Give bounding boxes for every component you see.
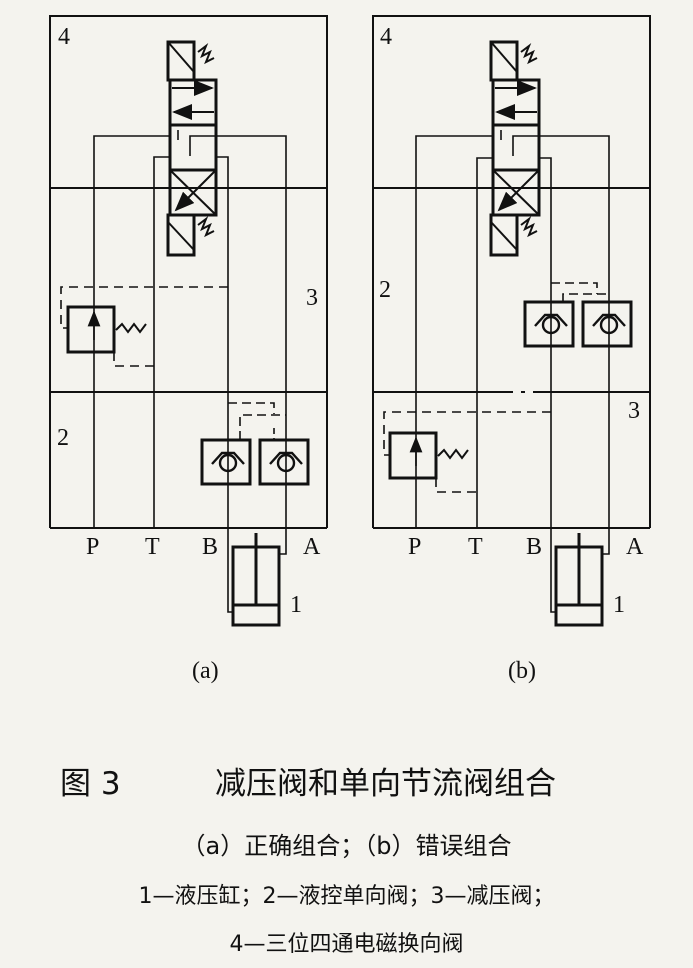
port-t-b: T xyxy=(468,534,483,560)
diagram-a-label: (a) xyxy=(192,658,219,684)
port-t-a: T xyxy=(145,534,160,560)
label-1-b: 1 xyxy=(613,592,625,618)
label-2-a: 2 xyxy=(57,425,69,451)
port-p-a: P xyxy=(86,534,99,560)
diagram-a xyxy=(49,15,328,627)
solenoid-valve-4-b xyxy=(489,40,541,257)
label-4-a: 4 xyxy=(58,24,70,50)
solenoid-valve-4-a xyxy=(166,40,218,257)
cylinder-1-a xyxy=(227,528,287,627)
figure-subtitle: （a）正确组合；（b）错误组合 xyxy=(181,832,512,860)
label-1-a: 1 xyxy=(290,592,302,618)
diagram-b xyxy=(372,15,651,627)
figure-caption-title: 图 3 减压阀和单向节流阀组合 xyxy=(60,758,660,803)
cylinder-1-b xyxy=(550,528,610,627)
figure-legend-line-1: 1—液压缸；2—液控单向阀；3—减压阀； xyxy=(138,884,555,909)
port-p-b: P xyxy=(408,534,421,560)
reducing-valve-3-b xyxy=(383,411,551,493)
label-3-b: 3 xyxy=(628,398,640,424)
pilot-check-valves-2-a xyxy=(200,402,310,486)
label-2-b: 2 xyxy=(379,277,391,303)
port-a-a: A xyxy=(303,534,321,560)
reducing-valve-3-a xyxy=(60,286,228,367)
figure-title: 减压阀和单向节流阀组合 xyxy=(215,766,556,802)
figure-legend-line-2: 4—三位四通电磁换向阀 xyxy=(229,932,464,957)
label-3-a: 3 xyxy=(306,285,318,311)
diagram-b-label: (b) xyxy=(508,658,536,684)
figure-number: 图 3 xyxy=(60,766,121,802)
port-b-b: B xyxy=(526,534,542,560)
pilot-check-valves-2-b xyxy=(523,282,633,348)
port-b-a: B xyxy=(202,534,218,560)
label-4-b: 4 xyxy=(380,24,392,50)
port-a-b: A xyxy=(626,534,644,560)
